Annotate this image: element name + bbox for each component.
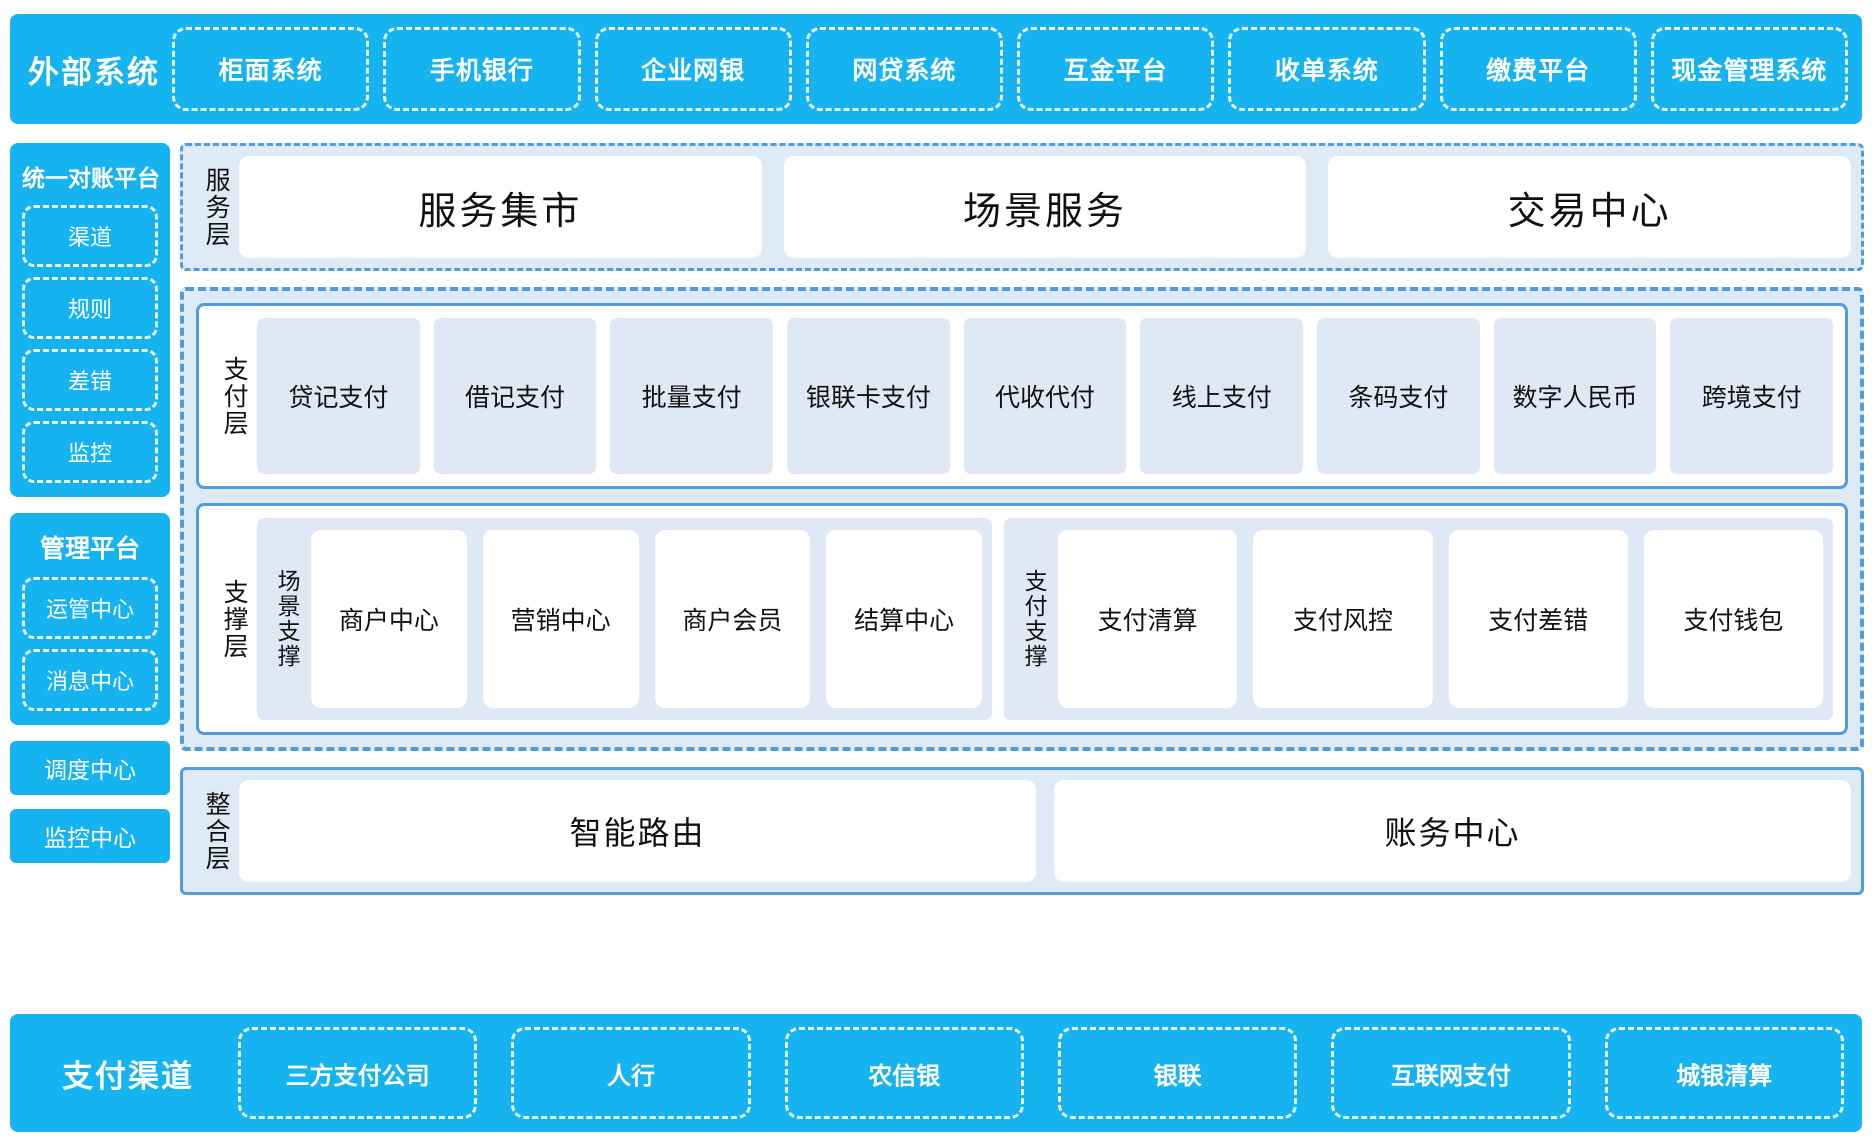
external-system-chip[interactable]: 收单系统 — [1228, 27, 1426, 111]
management-platform-title: 管理平台 — [39, 535, 140, 563]
payment-tile-digital-rmb[interactable]: 数字人民币 — [1493, 318, 1657, 474]
integration-layer-label: 整合层 — [202, 790, 231, 872]
payment-tile-unionpay-card[interactable]: 银联卡支付 — [787, 318, 950, 474]
integration-layer-box: 整合层 智能路由 账务中心 — [180, 767, 1864, 895]
external-system-chip[interactable]: 网贷系统 — [805, 27, 1003, 111]
payment-layer-tile-list: 贷记支付 借记支付 批量支付 银联卡支付 代收代付 线上支付 条码支付 数字人民… — [257, 318, 1834, 474]
payment-channels-title: 支付渠道 — [62, 1058, 194, 1094]
payment-support-item-list: 支付清算 支付风控 支付差错 支付钱包 — [1058, 530, 1823, 708]
left-sidebar: 统一对账平台 渠道 规则 差错 监控 管理平台 运管中心 消息中心 调度中心 监… — [10, 143, 170, 877]
payment-layer-label: 支付层 — [220, 355, 249, 437]
external-system-chip[interactable]: 现金管理系统 — [1650, 27, 1848, 111]
service-layer-card-list: 服务集市 场景服务 交易中心 — [239, 156, 1852, 258]
payment-support-item-risk-control[interactable]: 支付风控 — [1253, 530, 1433, 708]
payment-support-group: 支付支撑 支付清算 支付风控 支付差错 支付钱包 — [1004, 518, 1833, 720]
external-systems-bar: 外部系统 柜面系统 手机银行 企业网银 网贷系统 互金平台 收单系统 缴费平台 … — [10, 14, 1862, 124]
support-layer-box: 支撑层 场景支撑 商户中心 营销中心 商户会员 结算中心 支付支撑 支付清算 — [196, 503, 1848, 735]
reconciliation-platform-panel: 统一对账平台 渠道 规则 差错 监控 — [10, 143, 170, 497]
scenario-support-label: 场景支撑 — [274, 569, 301, 669]
external-systems-chip-list: 柜面系统 手机银行 企业网银 网贷系统 互金平台 收单系统 缴费平台 现金管理系… — [172, 27, 1848, 111]
service-card-scenario[interactable]: 场景服务 — [783, 156, 1307, 258]
payment-support-item-error[interactable]: 支付差错 — [1448, 530, 1628, 708]
payment-tile-batch[interactable]: 批量支付 — [610, 318, 774, 474]
payment-tile-online[interactable]: 线上支付 — [1140, 318, 1304, 474]
payment-channel-chip[interactable]: 银联 — [1057, 1027, 1298, 1119]
main-architecture-area: 服务层 服务集市 场景服务 交易中心 支付层 贷记支付 借记支付 批量支付 银联… — [180, 143, 1864, 895]
reconciliation-item-channel[interactable]: 渠道 — [22, 205, 158, 267]
payment-tile-cross-border[interactable]: 跨境支付 — [1670, 318, 1834, 474]
external-system-chip[interactable]: 企业网银 — [594, 27, 792, 111]
scheduling-center-chip[interactable]: 调度中心 — [10, 741, 170, 795]
payment-support-item-clearing[interactable]: 支付清算 — [1058, 530, 1238, 708]
payment-channels-bar: 支付渠道 三方支付公司 人行 农信银 银联 互联网支付 城银清算 — [10, 1014, 1862, 1132]
payment-channels-chip-list: 三方支付公司 人行 农信银 银联 互联网支付 城银清算 — [238, 1027, 1844, 1119]
reconciliation-item-rule[interactable]: 规则 — [22, 277, 158, 339]
payment-tile-barcode[interactable]: 条码支付 — [1317, 318, 1480, 474]
service-layer-group: 服务层 服务集市 场景服务 交易中心 — [180, 143, 1864, 271]
scenario-support-group: 场景支撑 商户中心 营销中心 商户会员 结算中心 — [257, 518, 992, 720]
scenario-support-item-list: 商户中心 营销中心 商户会员 结算中心 — [311, 530, 982, 708]
service-card-market[interactable]: 服务集市 — [239, 156, 762, 258]
payment-tile-credit[interactable]: 贷记支付 — [257, 318, 420, 474]
service-layer-label: 服务层 — [202, 166, 231, 248]
external-systems-title: 外部系统 — [28, 54, 160, 90]
payment-channel-chip[interactable]: 三方支付公司 — [238, 1027, 478, 1119]
reconciliation-item-monitor[interactable]: 监控 — [22, 421, 158, 483]
support-layer-label: 支撑层 — [220, 578, 249, 660]
external-system-chip[interactable]: 手机银行 — [383, 27, 581, 111]
management-item-message-center[interactable]: 消息中心 — [22, 649, 158, 711]
payment-channel-chip[interactable]: 人行 — [511, 1027, 751, 1119]
integration-card-accounting-center[interactable]: 账务中心 — [1054, 780, 1851, 882]
external-system-chip[interactable]: 缴费平台 — [1439, 27, 1637, 111]
support-layer-group-list: 场景支撑 商户中心 营销中心 商户会员 结算中心 支付支撑 支付清算 支付风控 … — [257, 518, 1833, 720]
payment-channel-chip[interactable]: 城银清算 — [1604, 1027, 1844, 1119]
integration-card-smart-routing[interactable]: 智能路由 — [239, 780, 1036, 882]
payment-layer-box: 支付层 贷记支付 借记支付 批量支付 银联卡支付 代收代付 线上支付 条码支付 … — [196, 303, 1848, 489]
external-system-chip[interactable]: 互金平台 — [1017, 27, 1215, 111]
reconciliation-platform-title: 统一对账平台 — [22, 165, 160, 191]
integration-layer-card-list: 智能路由 账务中心 — [239, 780, 1851, 882]
payment-tile-debit[interactable]: 借记支付 — [433, 318, 597, 474]
scenario-item-settlement-center[interactable]: 结算中心 — [826, 530, 982, 708]
reconciliation-item-error[interactable]: 差错 — [22, 349, 158, 411]
scenario-item-merchant-center[interactable]: 商户中心 — [311, 530, 467, 708]
payment-channel-chip[interactable]: 农信银 — [784, 1027, 1024, 1119]
external-system-chip[interactable]: 柜面系统 — [172, 27, 370, 111]
monitoring-center-chip[interactable]: 监控中心 — [10, 809, 170, 863]
scenario-item-marketing-center[interactable]: 营销中心 — [482, 530, 639, 708]
core-layers-group: 支付层 贷记支付 借记支付 批量支付 银联卡支付 代收代付 线上支付 条码支付 … — [180, 287, 1864, 751]
payment-channel-chip[interactable]: 互联网支付 — [1331, 1027, 1571, 1119]
management-item-operations-center[interactable]: 运管中心 — [22, 577, 158, 639]
scenario-item-merchant-member[interactable]: 商户会员 — [654, 530, 811, 708]
payment-support-label: 支付支撑 — [1021, 569, 1048, 669]
payment-tile-collection-payment[interactable]: 代收代付 — [963, 318, 1127, 474]
service-card-transaction[interactable]: 交易中心 — [1328, 156, 1852, 258]
payment-support-item-wallet[interactable]: 支付钱包 — [1643, 530, 1823, 708]
management-platform-panel: 管理平台 运管中心 消息中心 — [10, 513, 170, 725]
